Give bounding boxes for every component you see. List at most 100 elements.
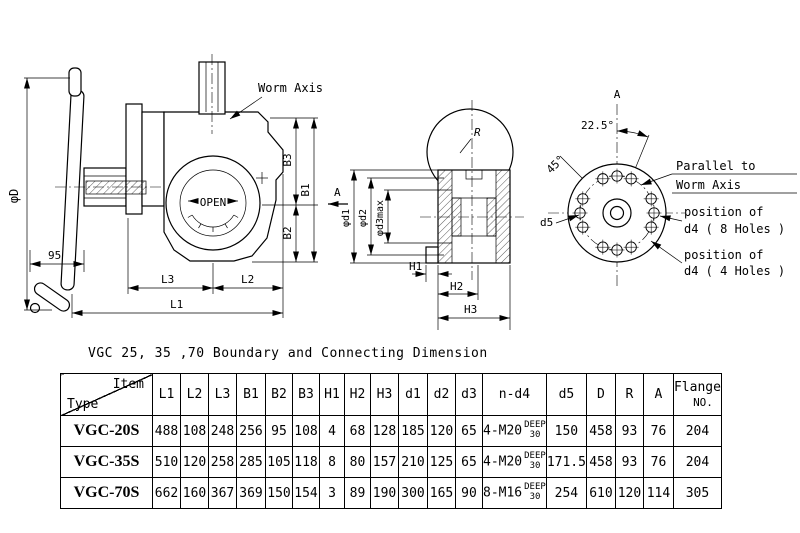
model-type-cell: VGC-35S bbox=[60, 446, 153, 478]
dimension-cell: 610 bbox=[585, 477, 616, 509]
dim-phid1: φd1 bbox=[341, 209, 352, 227]
thread-spec-main: 4-M20 bbox=[483, 454, 523, 470]
dim-phiD: φD bbox=[7, 189, 21, 203]
column-header-d1: d1 bbox=[398, 373, 428, 416]
column-header-b2: B2 bbox=[265, 373, 293, 416]
flange-header-line2: NO. bbox=[693, 395, 713, 409]
center-bore bbox=[602, 198, 632, 228]
dimension-cell: 285 bbox=[236, 446, 266, 478]
center-hole bbox=[609, 205, 625, 221]
pos8-note-line2: d4 ( 8 Holes ) bbox=[684, 222, 785, 236]
dim-L2: L2 bbox=[241, 273, 254, 286]
dim-H3: H3 bbox=[464, 303, 477, 316]
handwheel-rim bbox=[60, 89, 85, 291]
dim-95: 95 bbox=[48, 249, 61, 262]
dimension-cell: 89 bbox=[344, 477, 371, 509]
mount-flange-plate bbox=[125, 103, 143, 215]
column-header-l1: L1 bbox=[152, 373, 181, 416]
dimension-cell: 105 bbox=[265, 446, 293, 478]
dimension-cell: 120 bbox=[427, 415, 456, 447]
angle-22-5: 22.5° bbox=[581, 119, 614, 132]
dimension-cell: 510 bbox=[152, 446, 181, 478]
technical-drawing: OPEN Worm Axis φD 95 bbox=[7, 54, 797, 330]
thread-note-deep: DEEP bbox=[524, 420, 546, 431]
thread-note-depth: 30 bbox=[529, 430, 541, 440]
dim-d5: d5 bbox=[540, 216, 553, 229]
model-type-cell: VGC-70S bbox=[60, 477, 153, 509]
thread-spec-main: 8-M16 bbox=[483, 485, 523, 501]
dimension-cell: 93 bbox=[614, 446, 644, 478]
dimension-cell: 171.5 bbox=[545, 446, 587, 478]
dimension-cell: 125 bbox=[427, 446, 456, 478]
handwheel-handle bbox=[33, 282, 71, 312]
dim-phid3max: φd3max bbox=[375, 200, 386, 236]
flange-no-cell: 305 bbox=[672, 477, 722, 509]
handle-knob bbox=[29, 302, 41, 314]
corner-type-label: Type bbox=[67, 397, 99, 412]
dimension-cell: 65 bbox=[455, 446, 483, 478]
parallel-note-line2: Worm Axis bbox=[676, 178, 741, 192]
flange-axis-A: A bbox=[614, 88, 621, 101]
dial-arc bbox=[191, 214, 235, 228]
column-header-n-d4: n-d4 bbox=[482, 373, 547, 416]
flange-outer-circle bbox=[567, 163, 667, 263]
flange-no-cell: 204 bbox=[672, 415, 722, 447]
dimension-cell: 120 bbox=[614, 477, 644, 509]
dimension-cell: 4 bbox=[319, 415, 345, 447]
dimension-cell: 300 bbox=[398, 477, 428, 509]
dimension-cell: 95 bbox=[265, 415, 293, 447]
dimension-cell: 369 bbox=[236, 477, 266, 509]
column-header-l2: L2 bbox=[180, 373, 209, 416]
dimension-cell: 458 bbox=[585, 415, 616, 447]
dim-R: R bbox=[474, 126, 481, 139]
dimension-cell: 8 bbox=[319, 446, 345, 478]
dimension-cell: 114 bbox=[642, 477, 674, 509]
dim-B2: B2 bbox=[281, 226, 294, 239]
dimension-cell: 118 bbox=[292, 446, 320, 478]
dimension-cell: 662 bbox=[152, 477, 181, 509]
open-label: OPEN bbox=[200, 196, 227, 209]
thread-note-deep: DEEP bbox=[524, 451, 546, 462]
flange-no-cell: 204 bbox=[672, 446, 722, 478]
dim-B1: B1 bbox=[299, 183, 312, 196]
dimension-cell: 68 bbox=[344, 415, 371, 447]
dimension-cell: 76 bbox=[642, 446, 674, 478]
dimension-cell: 160 bbox=[180, 477, 209, 509]
column-header-b1: B1 bbox=[236, 373, 266, 416]
dimension-cell: 254 bbox=[545, 477, 587, 509]
column-header-d2: d2 bbox=[427, 373, 456, 416]
parallel-note-line1: Parallel to bbox=[676, 159, 755, 173]
dimension-cell: 248 bbox=[208, 415, 237, 447]
dimension-cell: 90 bbox=[455, 477, 483, 509]
input-shaft bbox=[85, 180, 147, 195]
corner-item-label: Item bbox=[112, 377, 144, 392]
dimension-cell: 128 bbox=[370, 415, 399, 447]
keyway bbox=[465, 169, 483, 180]
dimension-cell: 190 bbox=[370, 477, 399, 509]
dim-H1: H1 bbox=[409, 260, 422, 273]
column-header-d: D bbox=[585, 373, 616, 416]
dimension-cell: 458 bbox=[585, 446, 616, 478]
side-view: OPEN Worm Axis φD 95 bbox=[7, 54, 348, 318]
dim-L3: L3 bbox=[161, 273, 174, 286]
section-A-label: A bbox=[334, 186, 341, 199]
dimension-cell: 120 bbox=[180, 446, 209, 478]
dim-H2: H2 bbox=[450, 280, 463, 293]
column-header-r: R bbox=[614, 373, 644, 416]
dim-phid2: φd2 bbox=[358, 209, 369, 227]
dimension-cell: 80 bbox=[344, 446, 371, 478]
dimension-cell: 210 bbox=[398, 446, 428, 478]
thread-note-depth: 30 bbox=[529, 492, 541, 502]
column-header-d3: d3 bbox=[455, 373, 483, 416]
column-header-l3: L3 bbox=[208, 373, 237, 416]
dimension-cell: 65 bbox=[455, 415, 483, 447]
flange-header-line1: Flange bbox=[673, 379, 721, 395]
